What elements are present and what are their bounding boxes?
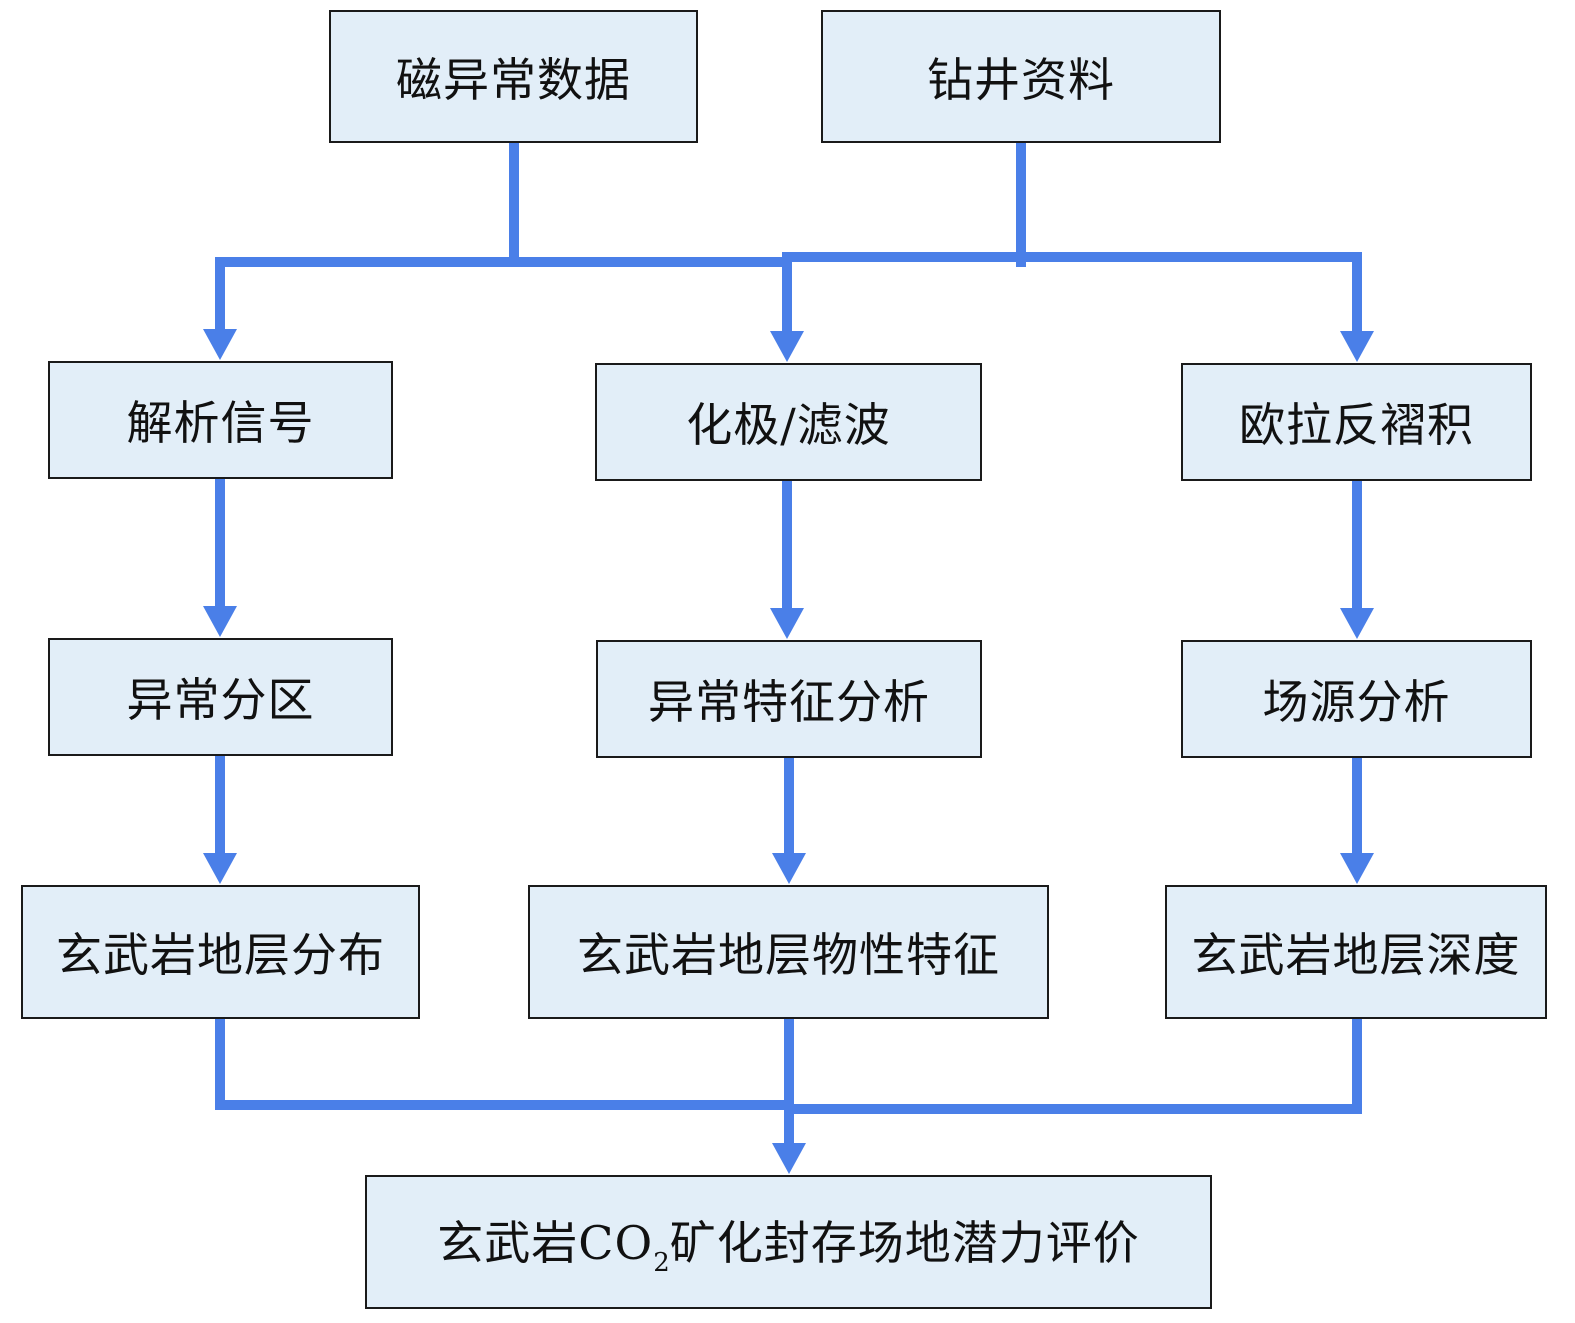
arrowhead-properties xyxy=(772,853,806,884)
final-eval-suffix: 矿化封存场地潜力评价 xyxy=(669,1215,1140,1270)
node-basalt-depth: 玄武岩地层深度 xyxy=(1165,885,1547,1019)
node-drilling-data-label: 钻井资料 xyxy=(927,52,1115,107)
node-basalt-distribution-label: 玄武岩地层分布 xyxy=(56,928,385,982)
node-source-analysis: 场源分析 xyxy=(1181,640,1532,758)
final-eval-subscript: 2 xyxy=(653,1247,670,1278)
node-basalt-properties: 玄武岩地层物性特征 xyxy=(528,885,1049,1019)
node-euler-deconvolution: 欧拉反褶积 xyxy=(1181,363,1532,481)
node-euler-deconvolution-label: 欧拉反褶积 xyxy=(1239,398,1474,452)
node-basalt-depth-label: 玄武岩地层深度 xyxy=(1191,928,1521,982)
node-drilling-data: 钻井资料 xyxy=(821,10,1221,143)
arrowhead-euler xyxy=(1340,331,1374,362)
node-anomaly-zoning: 异常分区 xyxy=(48,638,393,756)
node-anomaly-zoning-label: 异常分区 xyxy=(126,673,315,727)
final-eval-prefix: 玄武岩CO xyxy=(437,1215,654,1270)
node-final-evaluation: 玄武岩CO2矿化封存场地潜力评价 xyxy=(365,1175,1212,1309)
arrowhead-rtp xyxy=(770,331,804,362)
node-final-evaluation-label: 玄武岩CO2矿化封存场地潜力评价 xyxy=(437,1207,1139,1278)
arrowhead-zoning xyxy=(203,606,237,637)
node-basalt-distribution: 玄武岩地层分布 xyxy=(21,885,420,1019)
node-source-analysis-label: 场源分析 xyxy=(1262,675,1451,729)
arrowhead-source xyxy=(1340,608,1374,639)
node-magnetic-data: 磁异常数据 xyxy=(329,10,698,143)
arrowhead-final xyxy=(772,1143,806,1174)
arrowhead-analytic xyxy=(203,329,237,360)
node-anomaly-features: 异常特征分析 xyxy=(596,640,982,758)
node-magnetic-data-label: 磁异常数据 xyxy=(396,52,631,107)
connector-distribution-down xyxy=(215,1014,794,1110)
arrowhead-depth xyxy=(1340,853,1374,884)
connector-depth-down xyxy=(784,1014,1362,1114)
arrowhead-features xyxy=(770,608,804,639)
node-anomaly-features-label: 异常特征分析 xyxy=(648,675,930,729)
node-rtp-filter: 化极/滤波 xyxy=(595,363,982,481)
node-analytic-signal: 解析信号 xyxy=(48,361,393,479)
node-basalt-properties-label: 玄武岩地层物性特征 xyxy=(577,928,1000,982)
arrowhead-distribution xyxy=(203,853,237,884)
node-rtp-filter-label: 化极/滤波 xyxy=(686,398,891,452)
node-analytic-signal-label: 解析信号 xyxy=(126,396,315,450)
